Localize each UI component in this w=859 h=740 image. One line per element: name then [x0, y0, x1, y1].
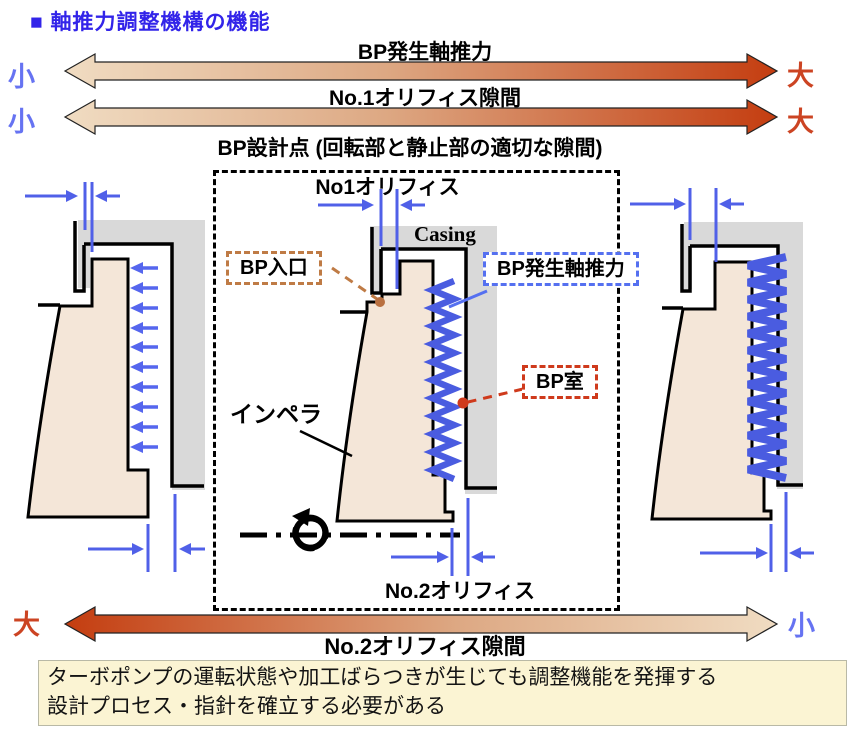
casing-label: Casing — [414, 222, 476, 246]
thrust-zigzag-medium — [423, 277, 463, 483]
no2-orifice-label: No.2オリフィス — [384, 580, 536, 603]
page-title: ■ 軸推力調整機構の機能 — [30, 6, 271, 36]
bp-thrust-leader — [448, 289, 488, 309]
impeller-diagram-left — [25, 182, 205, 572]
impeller-label: インペラ — [230, 401, 322, 427]
no1-orifice-label: No1オリフィス — [315, 176, 460, 199]
scale-no1-gap-right: 大 — [787, 107, 814, 137]
note-line-1: ターボポンプの運転状態や加工ばらつきが生じても調整機能を発揮する — [47, 666, 718, 689]
scale-bp-thrust-left: 小 — [8, 62, 35, 92]
bp-chamber-dot — [457, 397, 469, 409]
scale-no2-gap-right: 小 — [788, 611, 815, 641]
scale-no1-gap-left: 小 — [8, 107, 35, 137]
dimension-no2-right — [700, 492, 814, 572]
dimension-no1-right — [630, 188, 744, 262]
title-bullet-icon: ■ — [30, 11, 44, 34]
bp-chamber-tag: BP室 — [522, 365, 598, 399]
note-box: ターボポンプの運転状態や加工ばらつきが生じても調整機能を発揮する 設計プロセス・… — [38, 660, 847, 726]
rotation-arrow-icon — [292, 508, 329, 552]
impeller-diagram-center — [240, 189, 524, 576]
title-text: 軸推力調整機構の機能 — [50, 11, 271, 34]
scale-no1-gap-label: No.1オリフィス隙間 — [328, 87, 522, 110]
dimension-no1-left — [25, 182, 120, 252]
bp-inlet-tag: BP入口 — [226, 251, 322, 285]
gradient-scale-arrow-middle — [63, 98, 779, 136]
impeller-shape-right — [650, 260, 773, 521]
dimension-no2-center — [391, 498, 495, 576]
dimension-no2-left — [88, 494, 205, 572]
impeller-diagram-right — [630, 188, 814, 572]
bp-inlet-dot — [375, 297, 385, 307]
design-point-caption: BP設計点 (回転部と静止部の適切な隙間) — [217, 137, 603, 160]
dimension-no1-center — [318, 189, 425, 289]
impeller-leader-line — [299, 429, 353, 458]
bp-thrust-tag: BP発生軸推力 — [483, 252, 639, 286]
scale-no2-gap-label: No.2オリフィス隙間 — [324, 634, 526, 659]
scale-bp-thrust-label: BP発生軸推力 — [357, 41, 493, 64]
scale-bp-thrust-right: 大 — [787, 61, 814, 91]
impeller-shape-left — [26, 257, 150, 519]
design-point-dashed-box — [213, 170, 620, 611]
thrust-zigzag-large — [747, 253, 787, 482]
thrust-arrows-small — [130, 262, 158, 453]
scale-no2-gap-left: 大 — [13, 610, 40, 640]
gradient-scale-arrow-top — [63, 52, 779, 90]
gradient-scale-arrow-bottom — [63, 605, 779, 643]
note-line-2: 設計プロセス・指針を確立する必要がある — [47, 694, 446, 718]
